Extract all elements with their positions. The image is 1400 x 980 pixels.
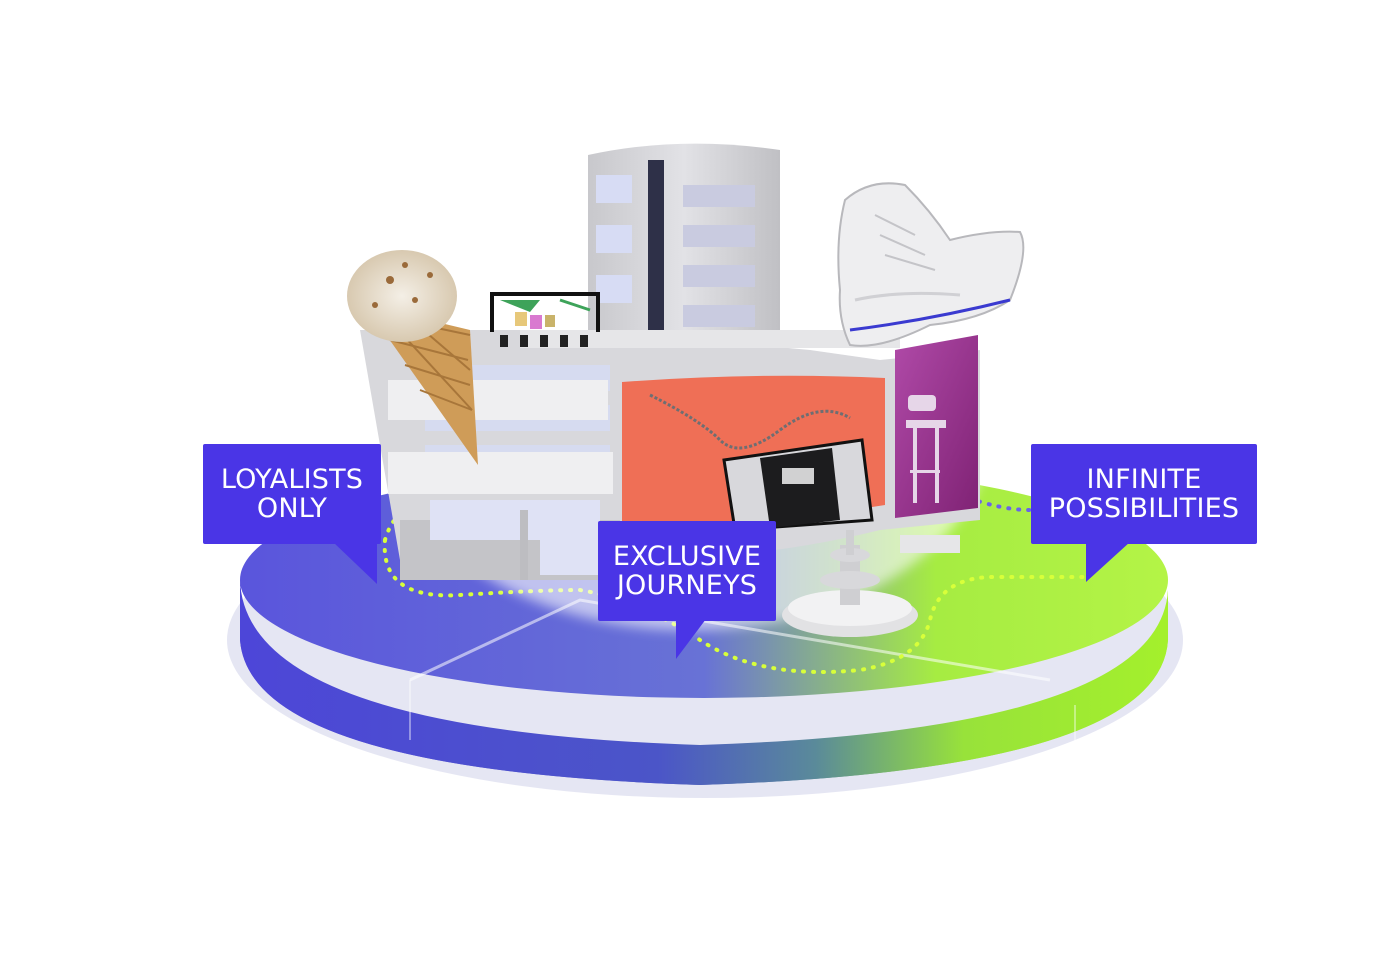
callout-exclusive-journeys: EXCLUSIVE JOURNEYS bbox=[598, 521, 776, 659]
handbag-icon bbox=[649, 393, 874, 532]
callout-infinite-line2: POSSIBILITIES bbox=[1048, 493, 1240, 524]
callout-loyalists-only: LOYALISTS ONLY bbox=[203, 444, 381, 584]
handbag-billboard bbox=[622, 375, 885, 532]
tower bbox=[588, 143, 780, 350]
callout-tail bbox=[676, 619, 706, 659]
ice-cream-cone-icon bbox=[347, 250, 478, 465]
callout-exclusive-line1: EXCLUSIVE bbox=[612, 541, 762, 572]
callout-tail bbox=[333, 542, 377, 584]
fountain-icon bbox=[782, 530, 918, 637]
sneaker-icon bbox=[837, 182, 1025, 347]
clothing-rack-icon bbox=[490, 292, 600, 347]
callout-exclusive-line2: JOURNEYS bbox=[616, 570, 758, 601]
callout-infinite-line1: INFINITE bbox=[1086, 464, 1202, 495]
telephone-stool-icon bbox=[906, 395, 946, 503]
telephone-billboard bbox=[895, 335, 978, 518]
callout-loyalists-line1: LOYALISTS bbox=[220, 464, 364, 495]
callout-loyalists-line2: ONLY bbox=[256, 493, 328, 524]
callout-infinite-possibilities: INFINITE POSSIBILITIES bbox=[1031, 444, 1257, 582]
callout-tail bbox=[1086, 542, 1130, 582]
